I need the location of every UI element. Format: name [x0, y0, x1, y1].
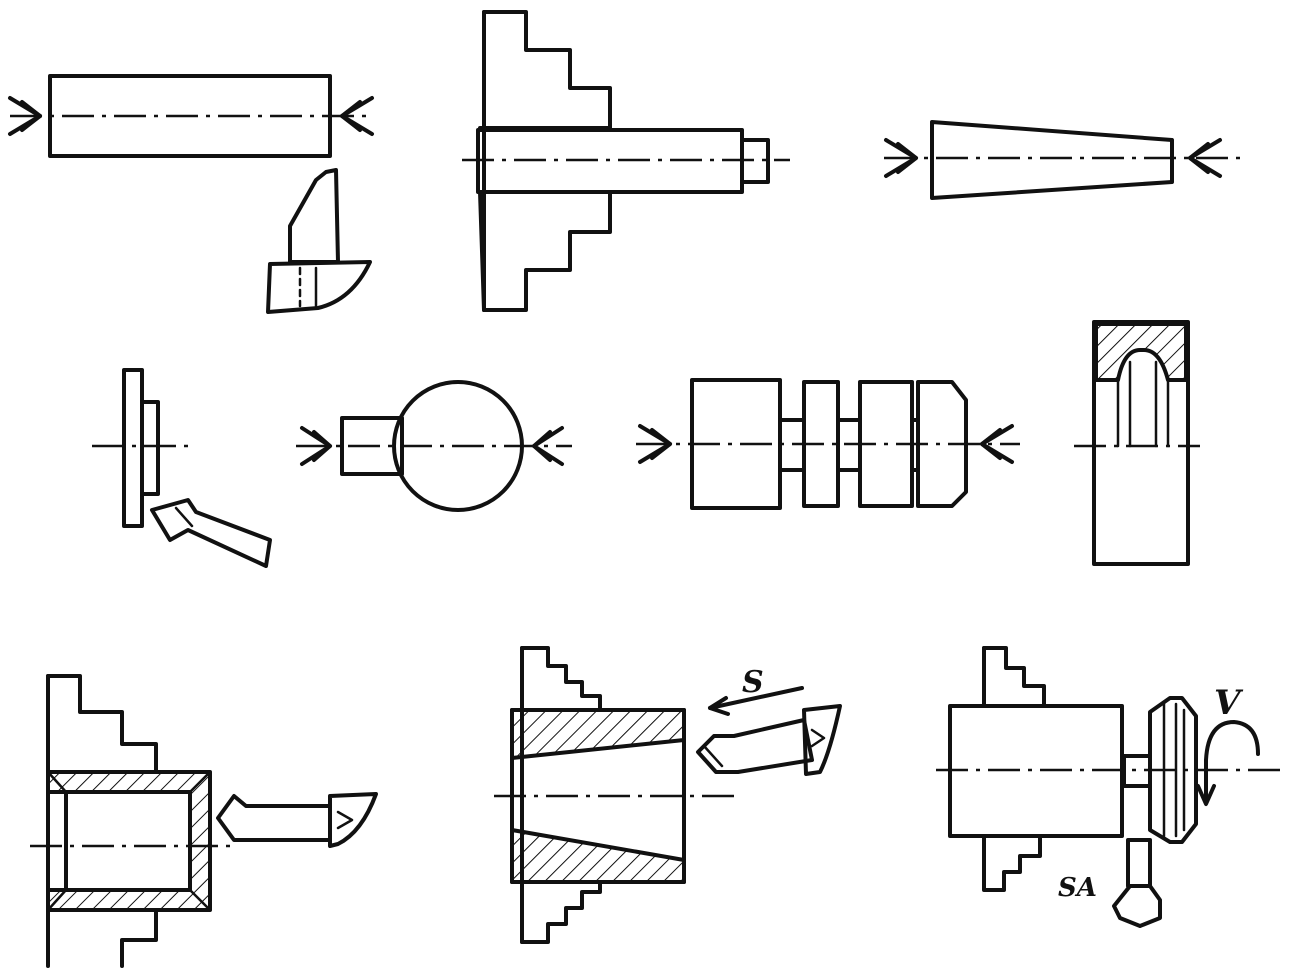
panel-grooving: [636, 378, 1020, 510]
panel-turning-between-centers: [8, 74, 374, 314]
panel-taper-turning: [884, 120, 1240, 200]
panel-sphere-turning: [296, 380, 572, 512]
panel-chuck-shaft: [462, 10, 790, 312]
panel-taper-boring: S: [494, 646, 842, 944]
panel-boring: [30, 674, 378, 968]
velocity-label: V: [1214, 683, 1244, 723]
panel-internal-groove: [1074, 320, 1200, 566]
feed-label: S: [742, 665, 764, 700]
panel-facing: [92, 368, 272, 568]
panel-knurling: V SA: [936, 646, 1280, 928]
tool-number-label: SA: [1058, 873, 1097, 903]
